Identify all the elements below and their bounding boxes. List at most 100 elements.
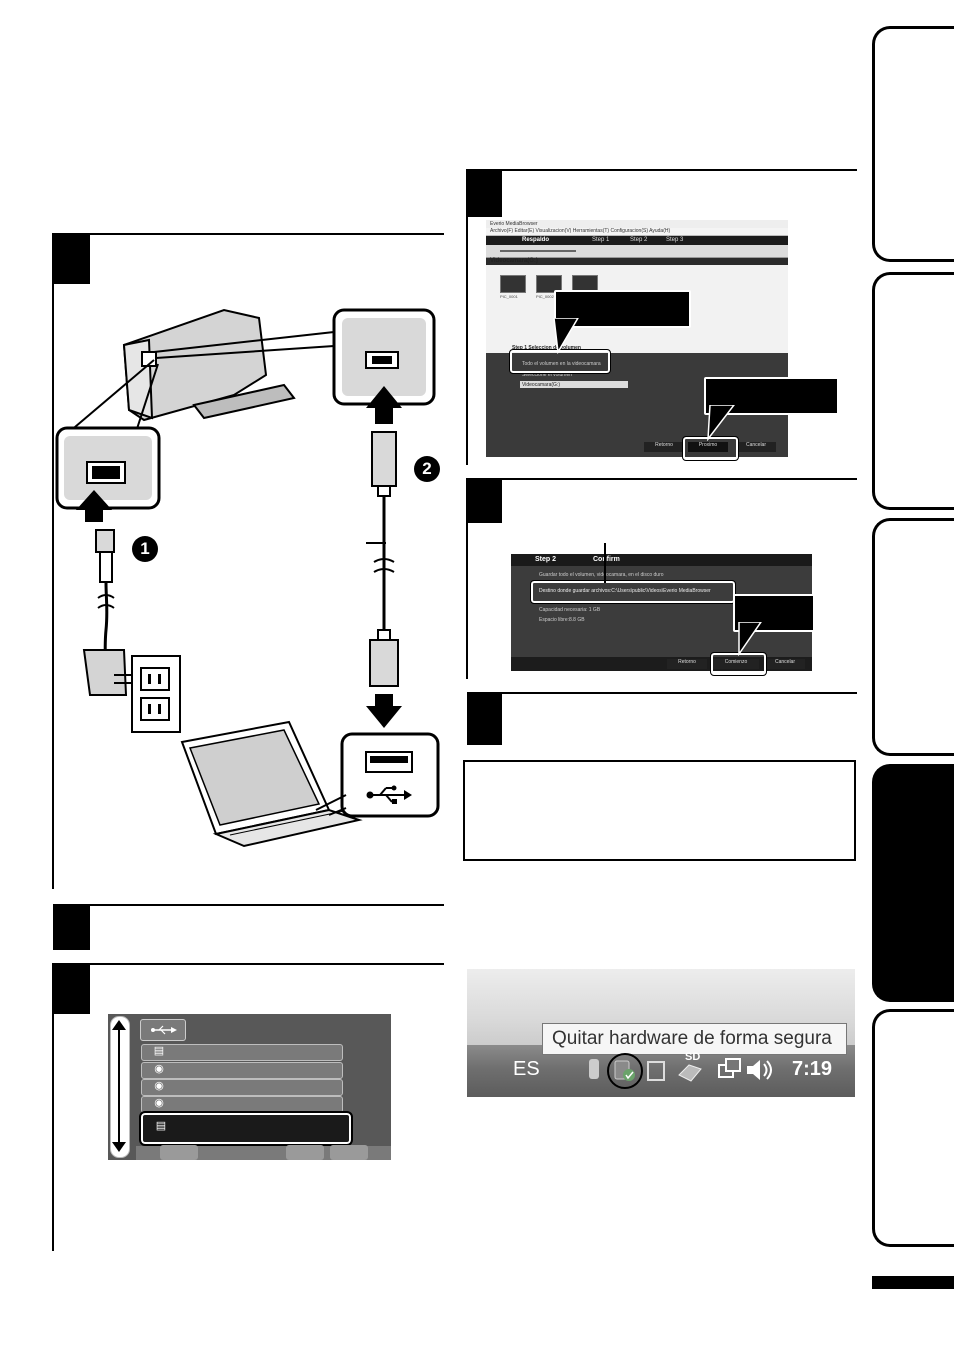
number-badge-2 [414, 456, 440, 482]
number-badge-1 [132, 536, 158, 562]
step-marker [467, 169, 502, 217]
clock[interactable]: 7:19 [792, 1058, 833, 1080]
footer-button-1[interactable] [160, 1145, 198, 1160]
highlight-destination [530, 580, 736, 604]
option-all-volume[interactable]: Todo el volumen en la videocamara [522, 361, 601, 367]
step-rule [53, 233, 444, 235]
column-rule [52, 233, 54, 889]
capacity-line: Capacidad necesaria: 1 GB [539, 607, 601, 613]
zoom-slider[interactable] [500, 250, 576, 252]
step-marker [53, 233, 90, 284]
disc-dub-icon: ◉ [154, 1080, 164, 1092]
volume-icon[interactable] [745, 1057, 775, 1083]
highlight-next-button [682, 436, 739, 461]
camera-lcd-menu: ▤ ◉ ◉ ◉ ▤ [108, 1014, 391, 1160]
callout-box [554, 290, 691, 328]
video-thumbnail[interactable] [500, 275, 526, 293]
language-indicator[interactable]: ES [513, 1058, 540, 1080]
window-title: Everio MediaBrowser [486, 220, 788, 228]
mediabrowser-screenshot: Everio MediaBrowser Archivo(F) Editar(E)… [486, 220, 788, 457]
thumbnail-label: PIC_0001 [500, 294, 518, 299]
volume-dropdown-value: Videocamara(G:) [522, 382, 560, 388]
menu-item-backup[interactable] [141, 1044, 343, 1061]
footer-button-2[interactable] [286, 1145, 324, 1160]
save-all-line: Guardar todo el volumen, videocamara, en… [539, 572, 664, 578]
index-tab-4-active[interactable] [872, 764, 954, 1002]
step-header [511, 554, 812, 566]
volume-dropdown[interactable] [520, 381, 628, 388]
highlight-start-button [710, 652, 767, 676]
connection-diagram [55, 308, 440, 848]
start-button[interactable]: Comienzo [713, 659, 759, 669]
safely-remove-hardware-icon[interactable] [605, 1053, 651, 1097]
index-tab-5[interactable] [872, 1009, 954, 1247]
menu-item-upload[interactable] [141, 1096, 343, 1113]
column-rule [466, 169, 468, 465]
number-badge-1-label: 1 [140, 539, 150, 558]
callout-pointer [553, 318, 579, 354]
sd-card-icon[interactable] [677, 1061, 703, 1083]
page-number-bar [872, 1276, 954, 1289]
index-tab-2[interactable] [872, 272, 954, 510]
cancel-button[interactable]: Cancelar [765, 659, 805, 669]
device-icon[interactable] [647, 1061, 665, 1081]
step-marker [53, 904, 90, 950]
panel-step-row: Step 1 Seleccion de volumen [512, 345, 581, 351]
menu-footer-bar [136, 1146, 391, 1160]
video-thumbnail[interactable] [536, 275, 562, 293]
confirm-tab: Confirm [593, 556, 620, 563]
confirm-screenshot: Step 2 Confirm Guardar todo el volumen, … [511, 554, 812, 671]
free-space-line: Espacio libre:8.8 GB [539, 617, 585, 623]
tab-backup[interactable]: Respaldo [522, 237, 550, 243]
windows-taskbar-screenshot: Quitar hardware de forma segura ES SD 7:… [467, 969, 855, 1097]
menu-item-disc-dub[interactable] [141, 1079, 343, 1096]
view-controls [486, 245, 788, 258]
step-rule [467, 478, 857, 480]
column-rule [466, 478, 468, 679]
step1-label: Step 1 [592, 237, 610, 243]
pc-playback-icon: ▤ [155, 1120, 167, 1132]
step2-tab: Step 2 [535, 556, 557, 563]
note-box [463, 760, 856, 861]
usb-icon [151, 1025, 177, 1035]
step-rule [53, 904, 444, 906]
notification-icon[interactable] [589, 1059, 599, 1079]
step2-label: Step 2 [630, 237, 648, 243]
network-icon[interactable] [717, 1057, 743, 1083]
menu-bar: Archivo(F) Editar(E) Visualizacion(V) He… [486, 228, 788, 236]
step-marker [53, 963, 90, 1014]
safely-remove-tooltip: Quitar hardware de forma segura [542, 1023, 847, 1055]
step-toolbar: Respaldo Step 1 Step 2 Step 3 [486, 236, 788, 246]
back-button[interactable]: Retorno [667, 659, 707, 669]
callout-pointer [707, 405, 735, 441]
step3-label: Step 3 [666, 237, 684, 243]
pc-icon: ▤ [153, 1045, 165, 1057]
globe-icon: ◉ [154, 1097, 164, 1109]
menu-item-selected-playback[interactable] [139, 1111, 353, 1146]
usb-menu-header [140, 1019, 186, 1041]
number-badge-2-label: 2 [422, 459, 432, 478]
menu-item-disc-create[interactable] [141, 1062, 343, 1079]
option-select-volume[interactable]: Seleccione el volumen [522, 372, 573, 378]
destination-line: Destino donde guardar archivos:C:\Users\… [539, 588, 711, 594]
column-rule [52, 963, 54, 1251]
source-label: Videocamara(G:) [490, 258, 538, 264]
footer-button-3[interactable] [330, 1145, 368, 1160]
index-tab-3[interactable] [872, 518, 954, 756]
usb-symbol-icon [366, 785, 412, 804]
index-tab-1[interactable] [872, 26, 954, 262]
step-rule [53, 963, 444, 965]
step-marker [467, 692, 502, 745]
next-button[interactable]: Proximo [688, 442, 728, 452]
step-rule [467, 169, 857, 171]
back-button[interactable]: Retorno [644, 442, 684, 452]
step-rule [467, 692, 857, 694]
callout-pointer [738, 622, 762, 656]
disc-icon: ◉ [154, 1063, 164, 1075]
highlight-all-volume [509, 349, 611, 374]
camcorder-illustration [122, 308, 296, 422]
step-marker [467, 478, 502, 523]
sd-label: SD [685, 1051, 701, 1063]
cancel-button[interactable]: Cancelar [736, 442, 776, 452]
scroll-arrows-icon [112, 1020, 126, 1152]
